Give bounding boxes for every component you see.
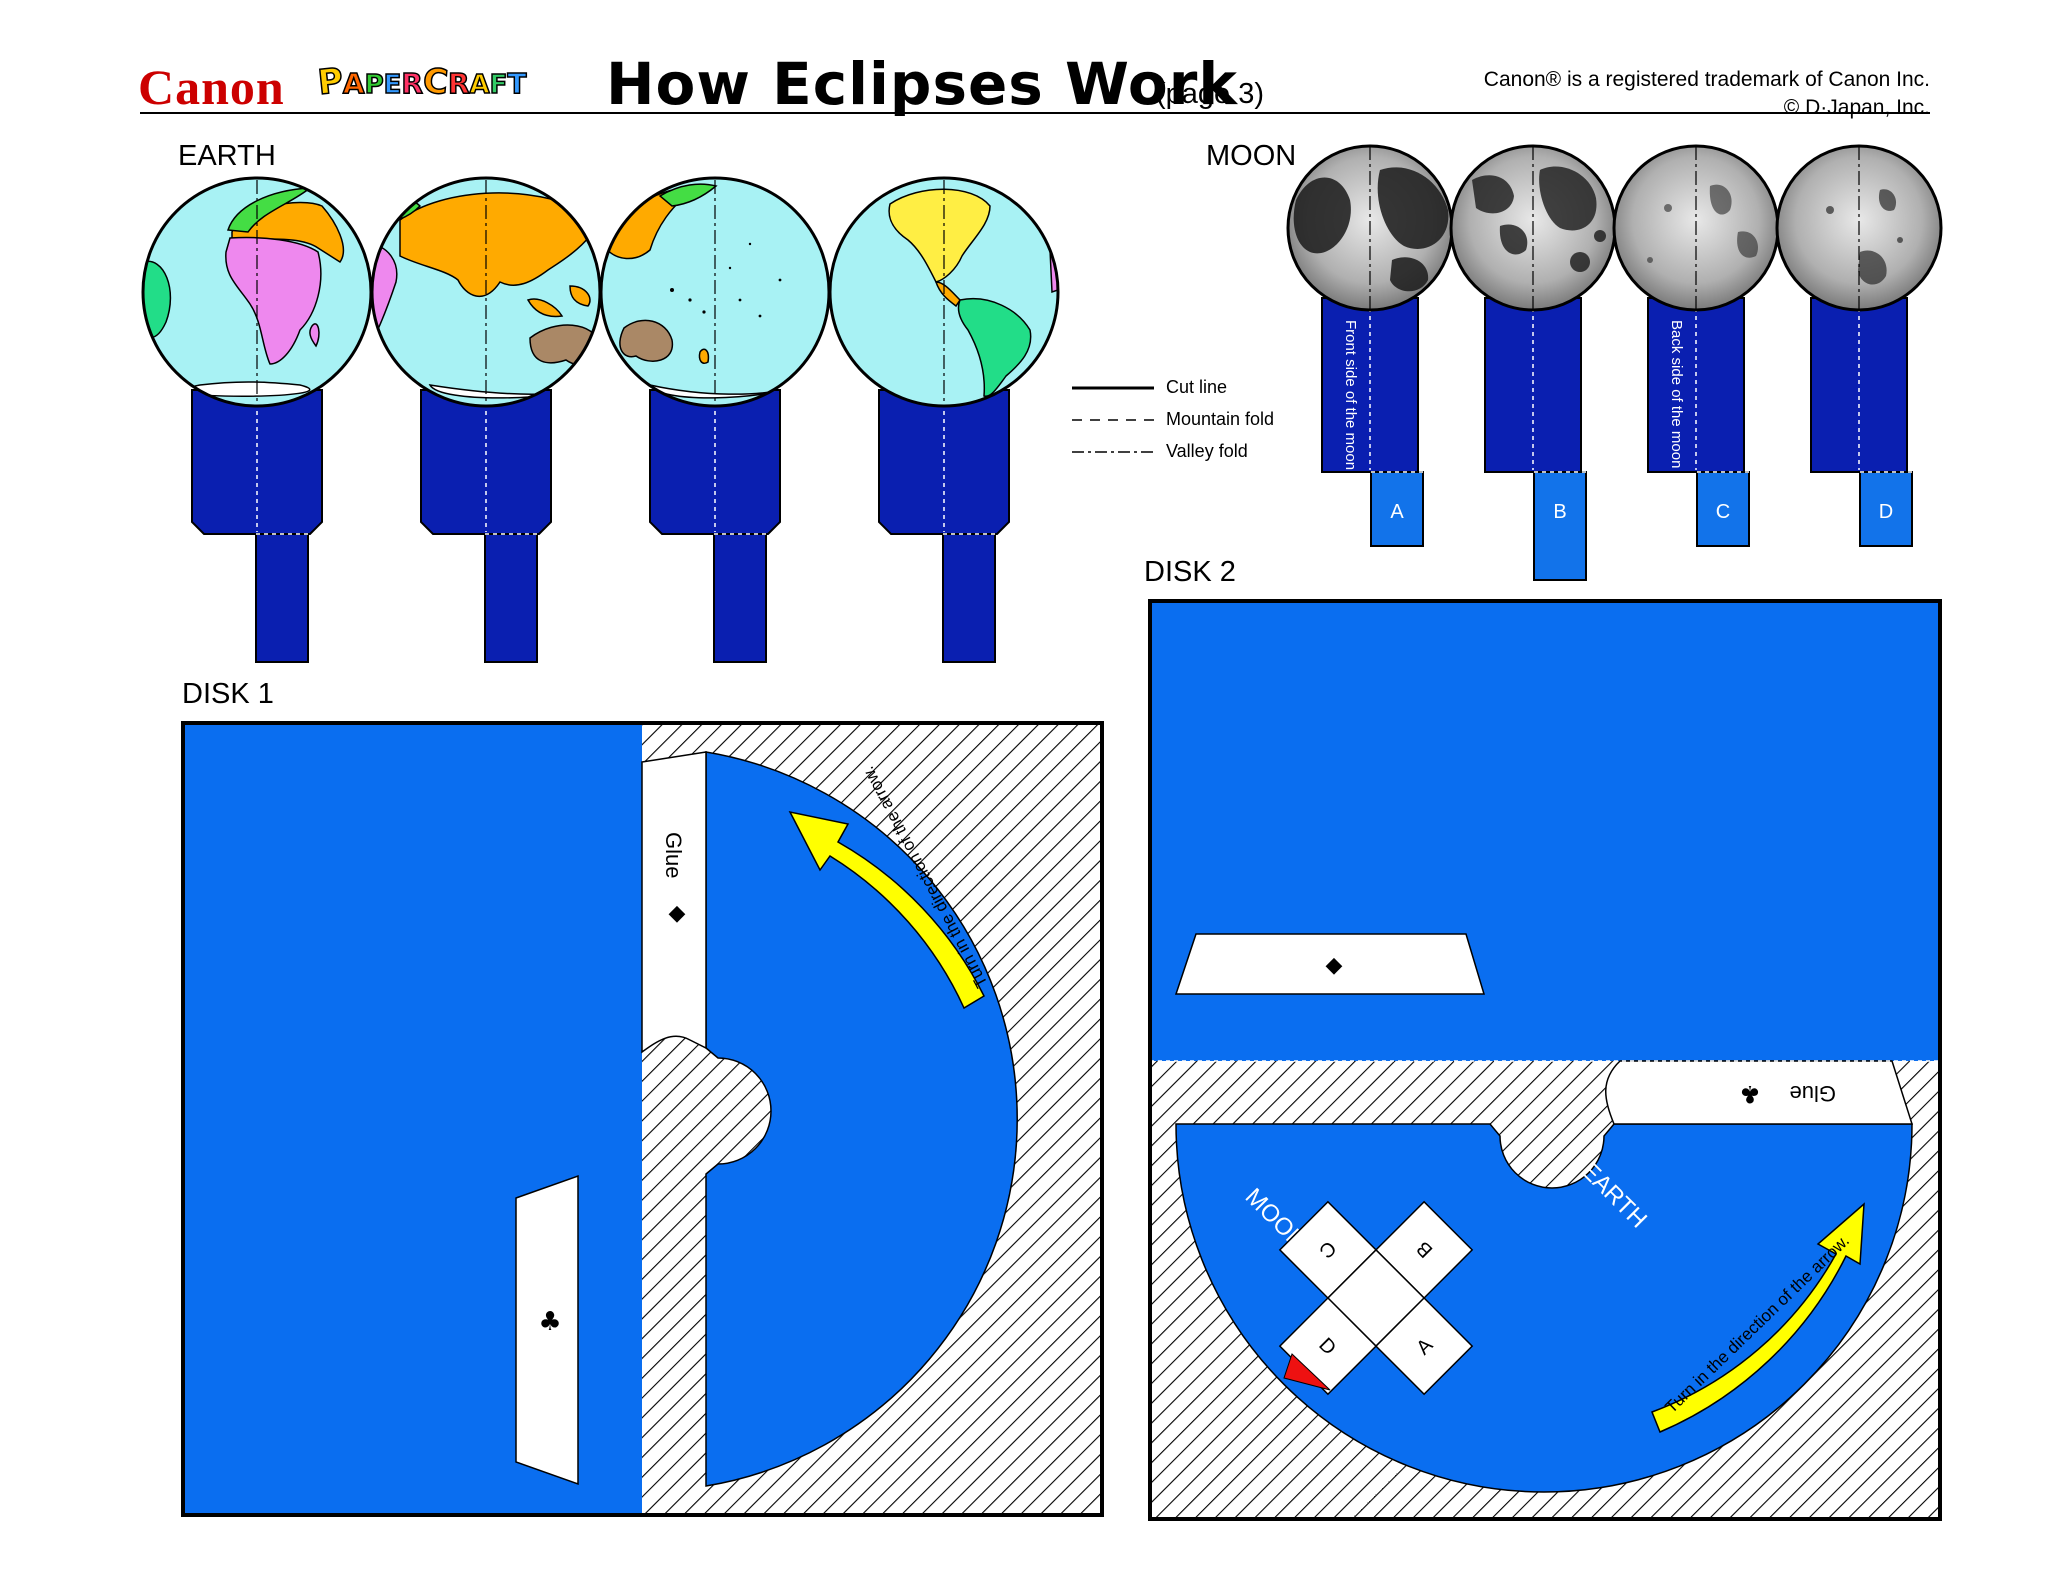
logo-letter: A (469, 69, 491, 101)
logo-letter: P (364, 69, 385, 101)
logo-letter: E (383, 69, 402, 101)
moon-tab-b (1533, 471, 1587, 581)
moon-disc (1286, 144, 1454, 312)
legend-cut-label: Cut line (1166, 377, 1228, 397)
globe-asia (370, 176, 602, 408)
disk2-section-label: DISK 2 (1144, 556, 1236, 588)
disk1-glue-label: Glue (661, 832, 686, 878)
moon-tab-label: B (1553, 501, 1566, 523)
disk1-club-tab (515, 1174, 579, 1486)
disk2-glue-label: Glue (1790, 1081, 1836, 1106)
disk2-arrow (1651, 1202, 1865, 1433)
moon-disc (1775, 144, 1943, 312)
moon-back-side-label: Back side of the moon (1668, 320, 1685, 468)
globe-americas (828, 176, 1060, 408)
disk1-arrow (788, 810, 985, 1010)
disk1-glue-tab (641, 751, 707, 1054)
logo-letter: R (401, 66, 424, 101)
cross-square-a (1374, 1296, 1474, 1396)
papercraft-logo: PAPERCRAFT (315, 60, 578, 114)
earth-tab (713, 533, 767, 663)
diamond-icon: ◆ (1326, 953, 1343, 978)
earth-stems (191, 389, 1010, 663)
moon-tab-label: D (1879, 501, 1893, 523)
legend-valley-label: Valley fold (1166, 441, 1248, 461)
disk1-section-label: DISK 1 (182, 678, 274, 710)
diamond-icon: ◆ (669, 901, 686, 926)
page-number: (page 3) (1156, 78, 1265, 110)
earth-section-label: EARTH (178, 140, 276, 172)
logo-letter: R (447, 66, 470, 101)
canon-logo: Canon (138, 59, 285, 115)
page-title: How Eclipses Work (606, 50, 1238, 118)
header-rule (140, 112, 1930, 114)
disk2-frame (1148, 599, 1942, 1521)
moon-tab-c (1696, 471, 1750, 547)
club-icon: ♣ (1739, 1080, 1761, 1108)
moon-disc (1449, 144, 1617, 312)
globe-pacific (599, 176, 831, 408)
legend-mountain-label: Mountain fold (1166, 409, 1275, 429)
disk2-diamond-tab (1174, 933, 1486, 995)
moon-disc (1612, 144, 1780, 312)
earth-tab (942, 533, 996, 663)
disk1-frame (181, 721, 1104, 1517)
line-legend-icons (1072, 386, 1154, 453)
logo-letter: F (489, 69, 508, 101)
logo-letter: A (342, 66, 365, 101)
moon-section-label: MOON (1206, 140, 1297, 172)
moon-front-side-label: Front side of the moon (1342, 320, 1359, 470)
club-icon: ♣ (538, 1307, 561, 1337)
moon-tab-label: C (1716, 501, 1730, 523)
earth-tab (484, 533, 538, 663)
disk2-glue-tab (1605, 1060, 1914, 1125)
moon-tab-label: A (1390, 501, 1404, 523)
red-marker-icon (1283, 1353, 1331, 1391)
disk2-semicircle (1175, 1123, 1913, 1493)
disk2-moon-cross: A B C D (1278, 1200, 1474, 1396)
moon-tab-d (1859, 471, 1913, 547)
logo-letter: T (507, 66, 528, 101)
trademark-line: Canon® is a registered trademark of Cano… (1483, 68, 1930, 91)
